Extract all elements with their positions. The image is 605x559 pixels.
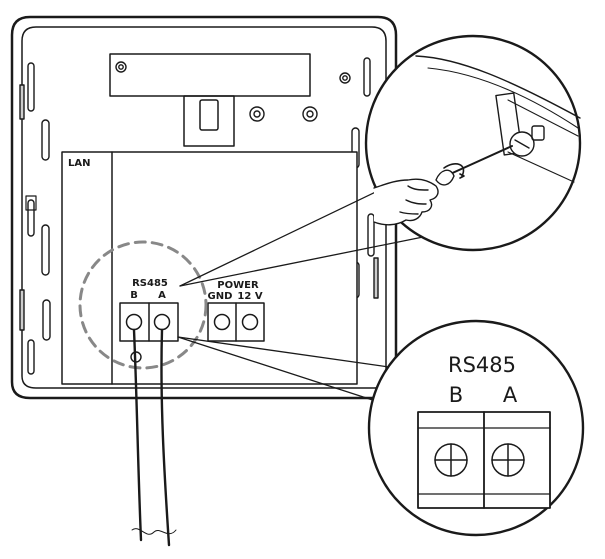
callout-lines	[177, 187, 429, 406]
zoom-screw-a-icon	[491, 443, 525, 477]
board-panel	[61, 151, 358, 385]
power-pin-12v: 12 V	[237, 291, 262, 302]
zoom-pin-a: A	[503, 383, 518, 407]
zoom-rs485-title: RS485	[448, 353, 516, 377]
rs485-title: RS485	[132, 278, 168, 289]
hand-icon	[373, 178, 439, 226]
zoom-screw-b-icon	[434, 443, 468, 477]
rs485-terminal-block	[119, 302, 179, 342]
side-slots	[19, 57, 379, 375]
power-terminal-block	[207, 302, 265, 342]
highlight-circle	[78, 240, 208, 370]
power-pin-gnd: GND	[208, 291, 233, 302]
rs485-cables	[132, 328, 171, 547]
terminal-screw-icon	[509, 125, 545, 157]
lan-label: LAN	[68, 158, 90, 169]
cable-break	[131, 528, 177, 535]
rs485-pin-a: A	[158, 290, 166, 301]
rs485-zoom-detail	[367, 319, 585, 537]
screwdriver-icon	[435, 145, 513, 186]
top-bracket	[109, 53, 311, 147]
power-title: POWER	[217, 280, 259, 291]
rs485-pin-b: B	[130, 290, 138, 301]
screwdriver-detail	[364, 34, 582, 252]
zoom-pin-b: B	[449, 383, 463, 407]
